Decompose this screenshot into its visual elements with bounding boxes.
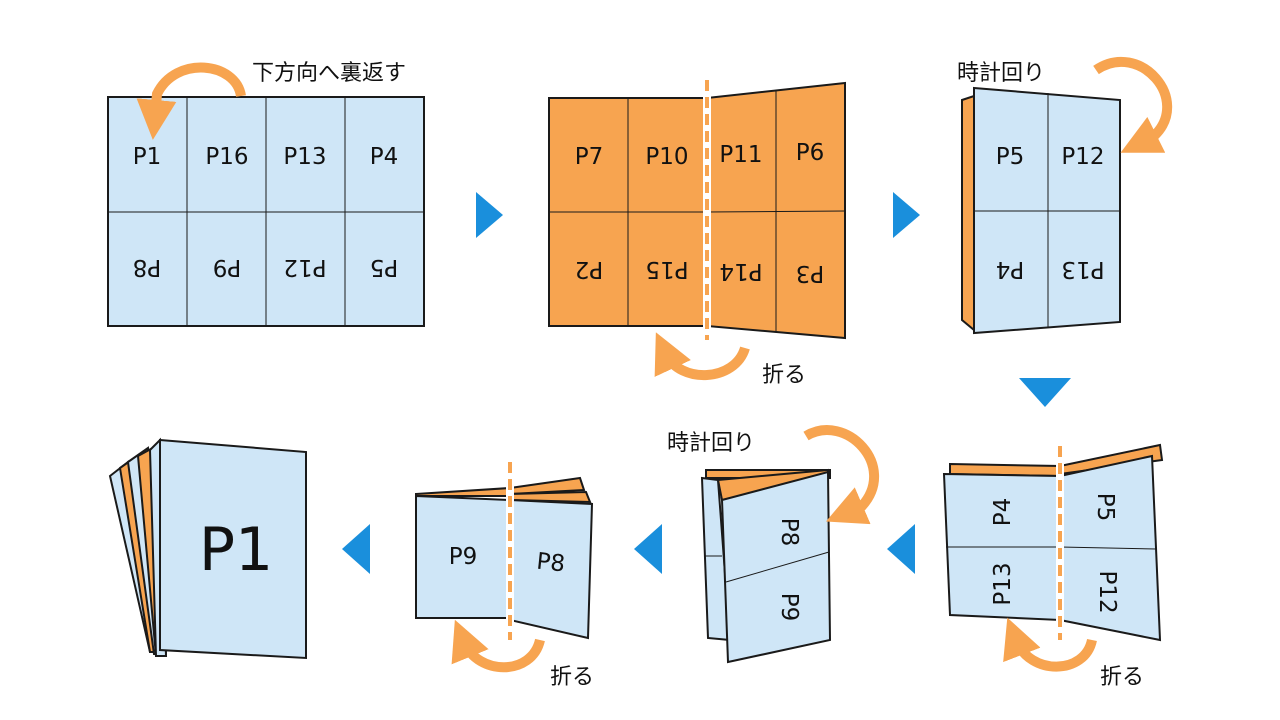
fold-arrow-icon <box>1003 617 1097 672</box>
step4-folded: P4 P13 P5 P12 <box>942 443 1164 642</box>
page-label: P6 <box>796 140 825 166</box>
next-triangle-icon <box>634 524 662 574</box>
next-triangle-icon <box>476 192 503 238</box>
page-label-inverted: P3 <box>796 260 825 286</box>
caption-flip: 下方向へ裏返す <box>252 61 406 86</box>
caption-fold: 折る <box>762 363 806 388</box>
next-triangle-icon <box>887 524 915 574</box>
rotate-arrow-icon <box>1093 56 1172 153</box>
page-label: P1 <box>133 144 162 170</box>
page-label: P16 <box>205 144 248 170</box>
next-triangle-icon <box>1019 378 1071 407</box>
page-label-inverted: P5 <box>370 254 399 280</box>
page-label-rotated: P13 <box>990 562 1016 605</box>
page-label: P5 <box>996 144 1025 170</box>
step3-folded: P5 P12 P4 P13 <box>961 86 1121 335</box>
step7-booklet: P1 <box>108 437 307 660</box>
page-label: P4 <box>370 144 399 170</box>
page-label: P12 <box>1061 144 1104 170</box>
page-label-inverted: P9 <box>213 254 242 280</box>
caption-fold: 折る <box>1100 665 1144 690</box>
fold-arrow-icon <box>654 332 750 380</box>
page-label-rotated: P12 <box>1094 570 1120 613</box>
page-label-inverted: P15 <box>645 256 688 282</box>
next-triangle-icon <box>342 524 370 574</box>
page-label-rotated: P4 <box>990 498 1016 527</box>
page-label: P9 <box>449 544 478 570</box>
page-label-inverted: P13 <box>1061 256 1104 282</box>
page-label: P8 <box>535 549 566 578</box>
page-label-inverted: P8 <box>133 254 162 280</box>
page-label-inverted: P14 <box>719 258 762 284</box>
caption-fold: 折る <box>550 665 594 690</box>
page-label: P13 <box>283 144 326 170</box>
page-label-inverted: P12 <box>283 254 326 280</box>
next-triangle-icon <box>893 192 920 238</box>
page-label-rotated: P9 <box>776 593 802 622</box>
page-label-rotated: P8 <box>776 518 802 547</box>
step2-sheet: P7 P10 P11 P6 P2 P15 P14 P3 <box>548 80 846 340</box>
page-label-inverted: P2 <box>575 256 604 282</box>
page-label: P11 <box>719 142 762 168</box>
step5-booklet: P8 P9 <box>700 468 832 664</box>
fold-arrow-icon <box>451 619 545 673</box>
rotate-arrow-icon <box>803 425 880 525</box>
page-label: P10 <box>645 144 688 170</box>
page-label: P7 <box>575 144 604 170</box>
step6-booklet: P9 P8 <box>415 462 594 640</box>
page-label-rotated: P5 <box>1092 493 1118 522</box>
caption-rotate: 時計回り <box>957 61 1045 86</box>
cover-page-label: P1 <box>199 515 273 585</box>
flip-arrow-icon <box>136 62 246 140</box>
page-label-inverted: P4 <box>996 256 1025 282</box>
step1-sheet: P1 P16 P13 P4 P8 P9 P12 P5 <box>107 96 425 327</box>
caption-rotate: 時計回り <box>667 431 755 456</box>
